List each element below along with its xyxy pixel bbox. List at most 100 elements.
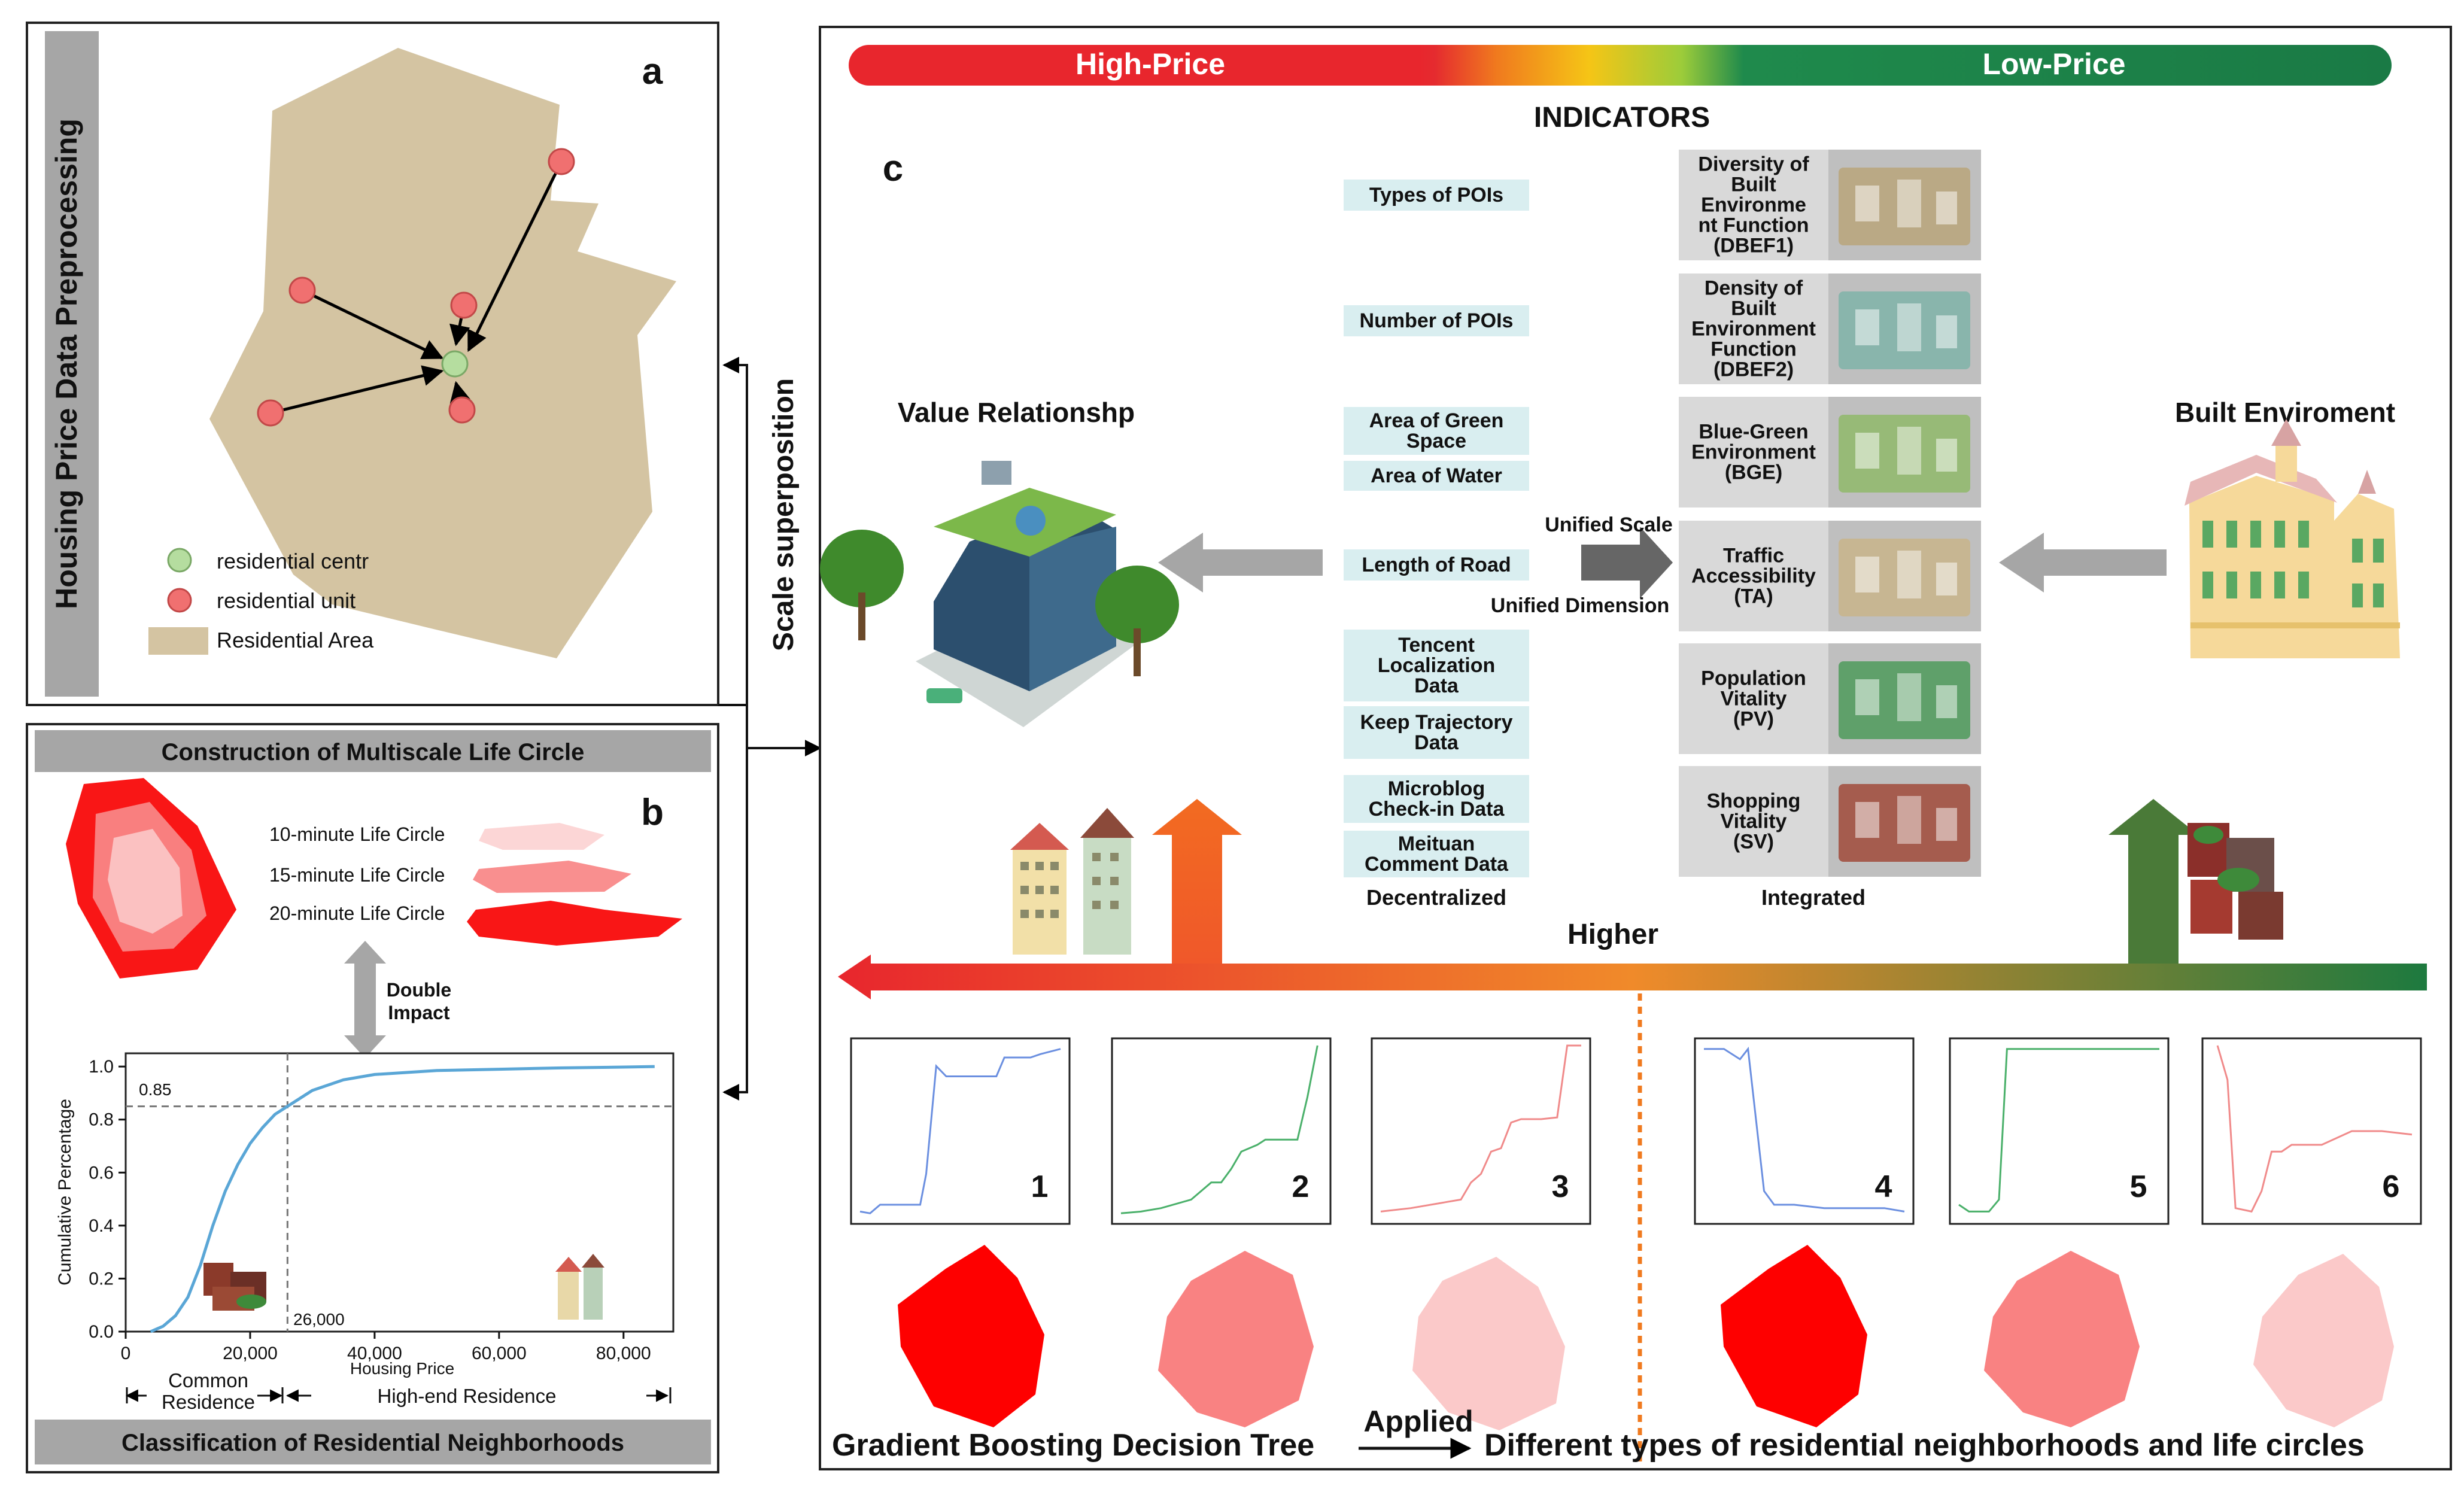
mini-chart-line: [1958, 1048, 2159, 1213]
indicator-source-label: Data: [1414, 674, 1459, 697]
mini-chart-1: 1: [850, 1037, 1071, 1225]
indicator-result-label: Built: [1731, 174, 1776, 196]
panel-b-bottom-title: Classification of Residential Neighborho…: [121, 1430, 624, 1456]
indicator-result-label: Built: [1731, 297, 1776, 320]
scale-superposition-label: Scale superposition: [768, 378, 800, 651]
indicator-source-label: Localization: [1378, 654, 1495, 677]
indicator-source-label: Space: [1406, 430, 1466, 452]
indicator-source-label: Check-in Data: [1369, 798, 1505, 821]
panel-a-legend: residential centr residential unit Resid…: [148, 548, 374, 655]
indicator-result-label: Blue-Green: [1699, 421, 1808, 443]
annotation-26000: 26,000: [293, 1310, 345, 1329]
decentralized-label: Decentralized: [1366, 885, 1506, 910]
residential-center-dot: [441, 350, 469, 378]
indicator-thumbnail-icon: [1839, 291, 1970, 369]
legend-area-label: Residential Area: [217, 628, 374, 652]
indicator-source-label: Meituan: [1398, 832, 1475, 855]
indicator-result-label: (DBEF1): [1713, 235, 1794, 257]
mini-chart-number: 2: [1292, 1169, 1310, 1204]
residential-unit-dot: [448, 396, 476, 424]
indicator-result-label: Shopping: [1707, 790, 1801, 813]
indicator-source-label: Types of POIs: [1369, 184, 1503, 206]
panel-a-side-bar: [45, 31, 99, 697]
indicator-source-label: Data: [1414, 731, 1459, 754]
mini-chart-line: [1704, 1046, 1905, 1213]
common-residence-buildings-icon: [203, 1263, 266, 1311]
neighborhood-shape-5: [1984, 1251, 2140, 1427]
circle-15-swatch: [473, 861, 631, 893]
neighborhood-shape-6: [2253, 1254, 2394, 1427]
indicator-result-label: Traffic: [1723, 545, 1784, 567]
unified-arrow: [1581, 527, 1673, 598]
residential-unit-dot: [450, 291, 478, 319]
residential-unit-dots: [257, 148, 575, 427]
neighborhood-shape-1: [898, 1245, 1044, 1427]
circle-10-label: 10-minute Life Circle: [269, 823, 445, 845]
indicator-result-label: (TA): [1734, 585, 1773, 608]
value-building-illustration: [820, 461, 1179, 727]
unified-scale-label: Unified Scale: [1545, 513, 1673, 536]
annotation-085: 0.85: [139, 1080, 172, 1099]
built-environment-house-illustration: [2185, 419, 2400, 658]
neighborhood-shape-4: [1721, 1245, 1867, 1427]
common-buildings-illustration: [2187, 823, 2283, 940]
panel-b: Construction of Multiscale Life Circle b…: [26, 723, 719, 1473]
panel-b-title: Construction of Multiscale Life Circle: [162, 739, 585, 765]
indicator-source-box: Area of Water: [1344, 461, 1529, 491]
indicator-result-label: nt Function: [1698, 214, 1809, 237]
cdf-series-line: [150, 1065, 655, 1333]
mini-chart-number: 5: [2130, 1169, 2147, 1204]
gbdt-label: Gradient Boosting Decision Tree: [832, 1428, 1314, 1463]
indicator-source-label: Tencent: [1398, 634, 1475, 657]
indicator-result-label: Function: [1710, 338, 1797, 361]
cdf-xlabel: Housing Price: [350, 1359, 454, 1378]
indicator-result-label: Environme: [1701, 194, 1806, 217]
integrated-label: Integrated: [1761, 885, 1866, 910]
x-tick-label: 40,000: [347, 1344, 402, 1363]
residential-unit-dot: [548, 148, 575, 175]
mini-chart-6: 6: [2201, 1037, 2422, 1225]
indicators-title: INDICATORS: [1534, 102, 1710, 133]
common-residence-label: Common: [168, 1369, 248, 1391]
y-tick-label: 0.4: [89, 1216, 114, 1236]
panel-b-title-bar: [35, 730, 711, 772]
scale-superposition-connector: Scale superposition: [718, 357, 822, 1101]
indicator-source-label: Length of Road: [1362, 554, 1511, 576]
unified-dimension-label: Unified Dimension: [1491, 594, 1669, 617]
x-tick-label: 80,000: [596, 1344, 651, 1363]
mini-chart-5: 5: [1949, 1037, 2170, 1225]
indicator-result-label: Density of: [1705, 277, 1803, 300]
life-circle-nested-icon: [66, 778, 236, 979]
indicator-result-label: Vitality: [1721, 688, 1787, 710]
mini-chart-line: [1120, 1045, 1318, 1214]
x-tick-label: 20,000: [223, 1344, 278, 1363]
up-arrow-orange: [1152, 799, 1242, 964]
circle-15-label: 15-minute Life Circle: [269, 864, 445, 886]
arrow-to-indicators-right-side: [1999, 533, 2167, 592]
indicator-result-box: Density ofBuiltEnvironmentFunction(DBEF2…: [1679, 274, 1981, 384]
circle-20-swatch: [467, 901, 682, 946]
high-end-residence-buildings-icon: [555, 1254, 604, 1320]
mini-chart-line: [1380, 1044, 1581, 1213]
mini-chart-number: 1: [1031, 1169, 1049, 1204]
y-tick-label: 0.6: [89, 1163, 114, 1183]
high-end-buildings-illustration: [1010, 808, 1134, 955]
panel-b-bottom-bar: [35, 1420, 711, 1464]
y-tick-label: 0.8: [89, 1110, 114, 1130]
indicator-result-label: Diversity of: [1698, 153, 1809, 176]
mini-chart-2: 2: [1111, 1037, 1332, 1225]
mini-chart-4: 4: [1694, 1037, 1915, 1225]
indicator-result-label: (BGE): [1725, 461, 1782, 484]
circle-10-swatch: [479, 823, 604, 850]
legend-area-icon: [148, 627, 208, 655]
different-types-label: Different types of residential neighborh…: [1484, 1428, 2365, 1463]
